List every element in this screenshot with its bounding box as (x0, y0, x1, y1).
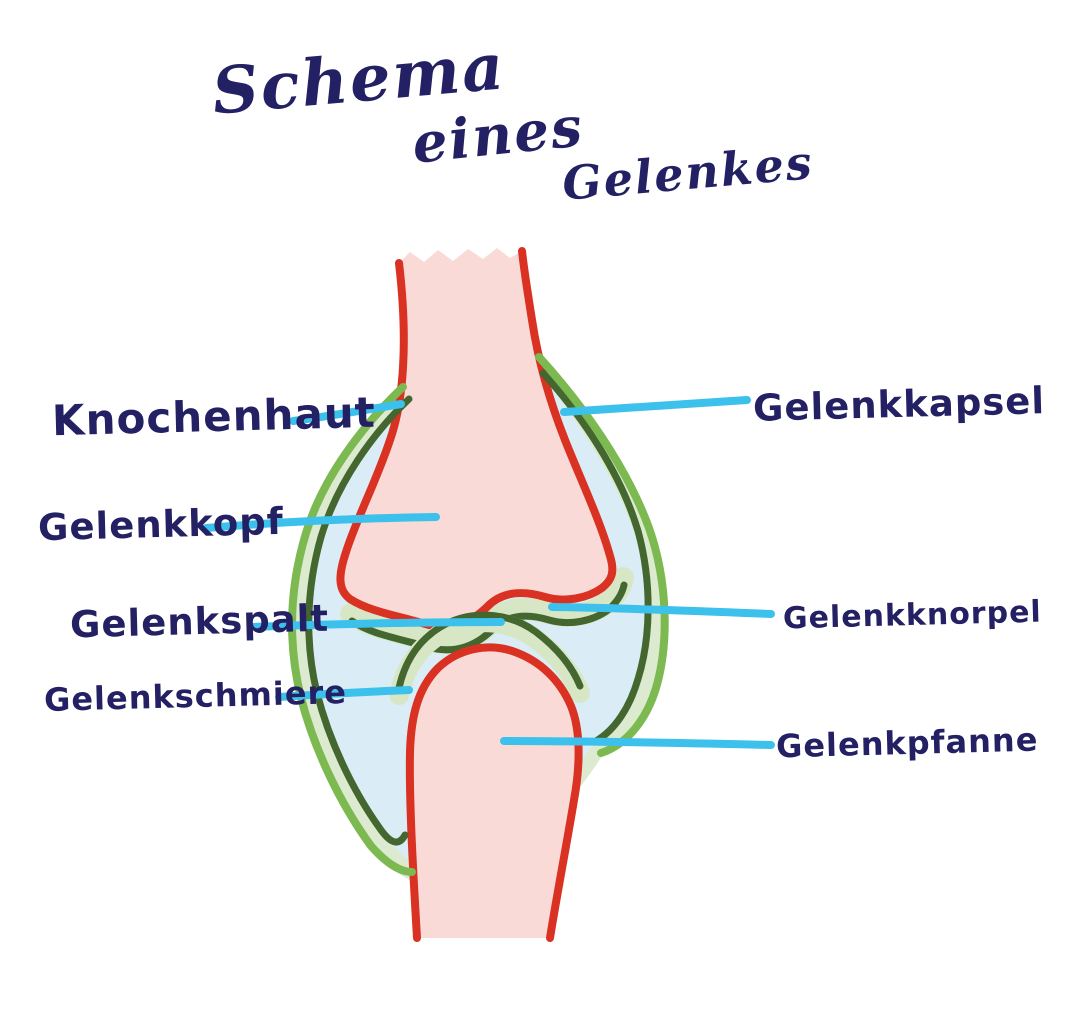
label-gelenkschmiere: Gelenkschmiere (43, 673, 348, 719)
leader-line-gelenkkapsel (560, 396, 751, 416)
leader-line-knochenhaut (289, 400, 405, 425)
leader-line-gelenkspalt (248, 618, 505, 631)
label-gelenkkapsel: Gelenkkapsel (752, 379, 1046, 430)
leader-line-gelenkknorpel (548, 603, 775, 618)
label-gelenkspalt: Gelenkspalt (69, 596, 330, 647)
lower-bone-fill (409, 647, 579, 938)
label-knochenhaut: Knochenhaut (51, 387, 377, 446)
upper-bone-fill (340, 248, 613, 627)
label-gelenkkopf: Gelenkkopf (37, 499, 285, 550)
capsule-outer-wall (288, 353, 669, 876)
leader-line-gelenkpfanne (500, 737, 775, 749)
label-gelenkpfanne: Gelenkpfanne (775, 720, 1039, 766)
leader-line-gelenkkopf (202, 513, 440, 532)
label-gelenkknorpel: Gelenkknorpel (782, 594, 1043, 637)
capsule-inner-wall (305, 369, 652, 846)
leader-line-gelenkschmiere (275, 686, 413, 701)
lower-bone-outline (405, 643, 583, 942)
upper-bone-outline (336, 247, 617, 631)
